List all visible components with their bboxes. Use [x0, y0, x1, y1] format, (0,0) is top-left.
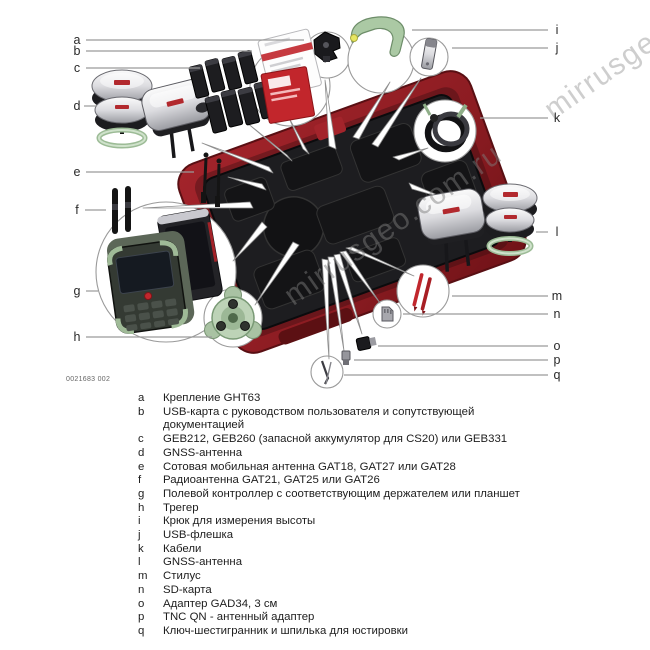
legend-text: Адаптер GAD34, 3 см	[163, 597, 278, 610]
callout-letter-p: p	[553, 352, 561, 367]
legend-item-g: g Полевой контроллер с соответствующим де…	[138, 488, 540, 502]
legend-text: Крюк для измерения высоты	[163, 515, 316, 528]
legend-letter: f	[138, 474, 142, 487]
legend-item-k: k Кабели	[138, 543, 540, 557]
cellular-antenna-icon	[201, 152, 222, 207]
legend-letter: n	[138, 583, 145, 596]
adapter-gad34-icon	[355, 336, 377, 351]
callout-letter-b: b	[73, 43, 81, 58]
legend-text: Стилус	[163, 570, 201, 583]
legend-letter: b	[138, 405, 145, 418]
legend-item-e: e Сотовая мобильная антенна GAT18, GAT27 …	[138, 461, 540, 475]
legend-item-a: a Крепление GHT63	[138, 392, 540, 406]
usb-stick-icon	[421, 38, 438, 70]
callout-letter-j: j	[555, 40, 559, 55]
callout-letter-i: i	[555, 22, 559, 37]
gnss-antenna-square-left-icon	[141, 78, 212, 159]
legend-letter: i	[138, 515, 141, 528]
legend-item-n: n SD-карта	[138, 584, 540, 598]
legend-letter: j	[138, 529, 141, 542]
legend-letter: o	[138, 597, 145, 610]
callout-letter-q: q	[553, 367, 561, 382]
legend-text: Трегер	[163, 501, 199, 514]
legend-item-f: f Радиоантенна GAT21, GAT25 или GAT26	[138, 474, 540, 488]
gnss-antenna-left-icon	[91, 69, 153, 149]
legend-letter: q	[138, 624, 145, 637]
legend-text: USB-карта с руководством пользователя и …	[163, 405, 475, 432]
callout-letter-n: n	[553, 306, 561, 321]
figure-number: 0021683 002	[66, 376, 111, 383]
legend-item-i: i Крюк для измерения высоты	[138, 515, 540, 529]
tribrach-icon	[204, 286, 262, 340]
legend-letter: p	[138, 611, 145, 624]
legend-item-h: h Трегер	[138, 502, 540, 516]
bracket-ght63-icon	[313, 31, 341, 63]
callout-letter-d: d	[73, 98, 81, 113]
legend-letter: e	[138, 460, 145, 473]
callout-letter-m: m	[551, 288, 563, 303]
cables-icon	[422, 103, 470, 153]
stylus-icon	[412, 273, 432, 316]
legend-text: Сотовая мобильная антенна GAT18, GAT27 и…	[163, 460, 456, 473]
legend-letter: a	[138, 392, 145, 404]
callout-letter-c: c	[73, 60, 81, 75]
legend-text: TNC QN - антенный адаптер	[163, 611, 315, 624]
legend-item-j: j USB-флешка	[138, 529, 540, 543]
legend-text: GNSS-антенна	[163, 556, 243, 569]
callout-letter-h: h	[73, 329, 81, 344]
legend-letter: c	[138, 433, 144, 446]
tnc-adapter-icon	[341, 350, 351, 365]
legend-item-c: c GEB212, GEB260 (запасной аккумулятор дл…	[138, 433, 540, 447]
callout-letter-l: l	[555, 224, 559, 239]
legend-letter: g	[138, 487, 145, 500]
documentation-icon	[260, 66, 316, 124]
legend-letter: d	[138, 446, 145, 459]
callout-letter-a: a	[73, 32, 81, 47]
height-hook-icon	[350, 16, 405, 57]
legend-text: Ключ-шестигранник и шпилька для юстировк…	[163, 624, 408, 637]
gnss-antenna-right-icon	[482, 183, 538, 256]
legend: a Крепление GHT63 b USB-карта с руководство…	[138, 392, 540, 639]
legend-item-p: p TNC QN - антенный адаптер	[138, 611, 540, 625]
legend-letter: m	[138, 570, 148, 583]
legend-text: GEB212, GEB260 (запасной аккумулятор для…	[163, 433, 508, 446]
legend-item-m: m Стилус	[138, 570, 540, 584]
legend-letter: h	[138, 501, 145, 514]
legend-item-d: d GNSS-антенна	[138, 447, 540, 461]
legend-item-b: b USB-карта с руководством пользователя и…	[138, 406, 540, 433]
hex-key-icon	[320, 360, 332, 385]
legend-item-l: l GNSS-антенна	[138, 556, 540, 570]
legend-text: Полевой контроллер с соответствующим дер…	[163, 487, 520, 500]
legend-text: Крепление GHT63	[163, 392, 261, 404]
field-controller-icon	[107, 231, 195, 334]
sd-card-icon	[381, 306, 394, 322]
callout-letter-o: o	[553, 338, 561, 353]
legend-letter: k	[138, 542, 144, 555]
callout-letter-f: f	[75, 202, 79, 217]
callout-letter-g: g	[73, 283, 81, 298]
legend-text: Радиоантенна GAT21, GAT25 или GAT26	[163, 474, 380, 487]
legend-text: USB-флешка	[163, 529, 234, 542]
callout-letter-e: e	[73, 164, 81, 179]
legend-text: GNSS-антенна	[163, 446, 243, 459]
legend-text: SD-карта	[163, 583, 212, 596]
legend-text: Кабели	[163, 542, 202, 555]
legend-item-q: q Ключ-шестигранник и шпилька для юстиров…	[138, 625, 540, 639]
diagram-art	[84, 16, 548, 389]
legend-letter: l	[138, 556, 141, 569]
legend-item-o: o Адаптер GAD34, 3 см	[138, 598, 540, 612]
callout-letter-k: k	[553, 110, 561, 125]
gnss-antenna-square-right-icon	[417, 188, 486, 272]
radio-antenna-icon	[112, 186, 131, 234]
callout-lines	[84, 29, 548, 376]
